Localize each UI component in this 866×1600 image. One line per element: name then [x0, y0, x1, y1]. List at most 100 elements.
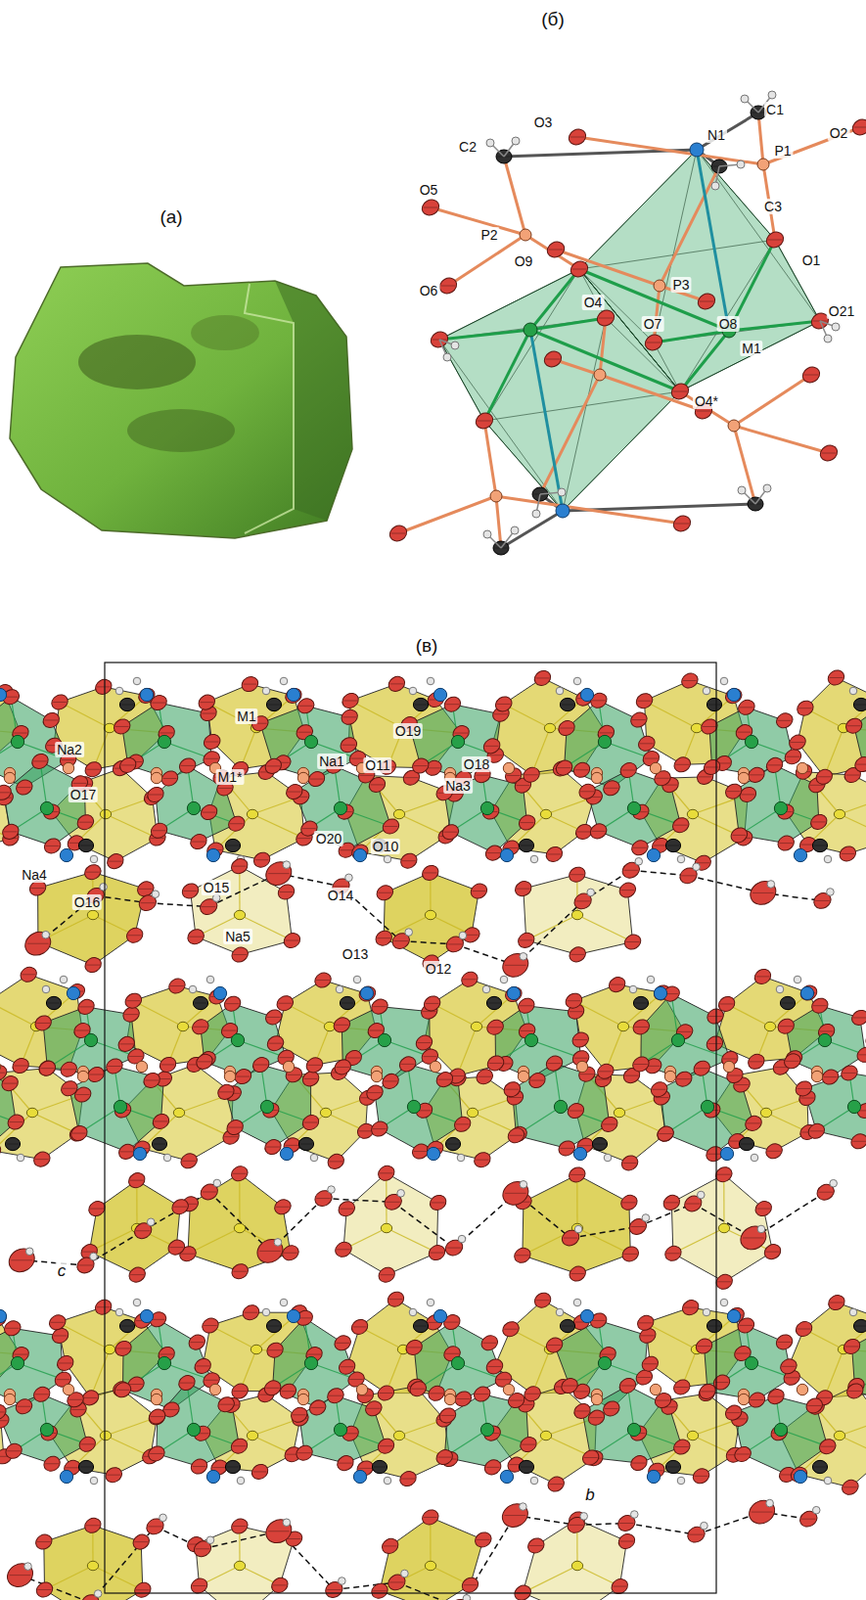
- atom-o: [0, 1140, 3, 1162]
- atom-axis: [425, 1002, 440, 1004]
- atom-axis: [379, 1392, 394, 1394]
- atom-n: [646, 848, 660, 862]
- atom-axis: [633, 847, 647, 849]
- atom-axis: [413, 765, 428, 767]
- atom-h: [99, 883, 108, 892]
- octahedron-edge: [696, 149, 775, 240]
- atom-axis: [181, 1253, 195, 1255]
- atom-o: [195, 691, 218, 713]
- atom-axis: [201, 713, 216, 715]
- atom-h: [573, 677, 582, 685]
- atom-o: [293, 1442, 316, 1463]
- atom-axis: [423, 207, 438, 209]
- atom-axis: [666, 1252, 681, 1254]
- atom-m: [523, 322, 538, 337]
- atom-axis: [632, 1462, 646, 1464]
- atom-axis: [58, 1362, 73, 1364]
- atom-axis: [731, 834, 746, 836]
- atom-axis: [284, 1144, 299, 1146]
- atom-axis: [336, 1248, 351, 1250]
- atom-m: [40, 801, 53, 815]
- atom-axis: [47, 1002, 60, 1004]
- atom-axis: [778, 842, 793, 844]
- atom-o: [628, 709, 650, 730]
- atom-n: [689, 142, 704, 157]
- atom-p: [796, 762, 808, 774]
- atom-axis: [734, 1084, 749, 1086]
- atom-o: [512, 878, 535, 900]
- atom-axis: [823, 1076, 838, 1078]
- atom-o: [565, 126, 589, 148]
- atom-c: [151, 1137, 167, 1150]
- atom-o: [662, 1242, 684, 1264]
- atom-n: [353, 848, 366, 862]
- atom-o: [792, 1078, 815, 1099]
- atom-o: [648, 1079, 671, 1100]
- atom-axis: [205, 741, 220, 743]
- crystal-photo: [9, 263, 353, 539]
- atom-na: [424, 910, 436, 920]
- atom-n: [426, 1146, 440, 1160]
- atom-o: [481, 1422, 503, 1444]
- atom-m: [553, 1099, 567, 1113]
- atom-axis: [283, 1252, 298, 1254]
- atom-h: [763, 484, 772, 493]
- hydrogen-bond: [393, 1201, 455, 1248]
- atom-c: [266, 697, 281, 711]
- hydrogen-bond: [396, 1582, 458, 1600]
- atom-axis: [360, 774, 374, 776]
- atom-o: [398, 850, 420, 871]
- na-polyhedron: [89, 1180, 181, 1276]
- atom-axis: [829, 1302, 844, 1304]
- bond: [680, 391, 734, 426]
- bond: [579, 269, 730, 331]
- atom-o: [517, 1434, 540, 1456]
- polyhedron-edge: [0, 1001, 37, 1027]
- atom-n: [573, 1146, 587, 1160]
- atom-axis: [708, 1043, 723, 1045]
- atom-o: [46, 1312, 69, 1333]
- atom-axis: [106, 1474, 121, 1476]
- atom-p: [62, 1383, 74, 1395]
- atom-o: [41, 1453, 63, 1474]
- bond: [733, 374, 812, 426]
- atom-axis: [702, 726, 717, 728]
- atom-axis: [699, 301, 714, 303]
- bond: [696, 112, 759, 150]
- atom-p: [370, 1070, 382, 1082]
- atom-o: [193, 1050, 216, 1072]
- atom-axis: [600, 1354, 615, 1356]
- atom-o: [638, 1353, 661, 1374]
- atom-axis: [696, 410, 711, 412]
- atom-na: [540, 809, 551, 820]
- atom-axis: [335, 1342, 350, 1344]
- atom-o: [520, 764, 543, 785]
- atom-axis: [0, 1072, 5, 1074]
- atom-axis: [739, 706, 754, 708]
- atom-axis: [68, 1399, 83, 1401]
- atom-na: [87, 910, 98, 920]
- atom-h: [345, 873, 354, 882]
- atom-o: [36, 1057, 58, 1079]
- atom-m: [744, 1356, 758, 1369]
- polyhedron-edge: [252, 814, 305, 839]
- atom-axis: [226, 1002, 240, 1004]
- atom-axis: [715, 1381, 730, 1383]
- atom-axis: [6, 1450, 21, 1452]
- atom-axis: [640, 1334, 655, 1336]
- atom-axis: [503, 847, 518, 849]
- atom-o: [723, 780, 745, 802]
- atom-na: [544, 723, 555, 733]
- atom-n: [360, 986, 373, 1000]
- atom-o: [690, 1057, 713, 1079]
- atom-p: [517, 1070, 529, 1082]
- atom-o: [264, 1339, 286, 1361]
- atom-axis: [376, 937, 391, 939]
- atom-axis: [183, 890, 198, 892]
- atom-n: [206, 848, 220, 862]
- atom-axis: [656, 1400, 671, 1402]
- atom-m: [10, 734, 24, 748]
- atom-axis: [370, 783, 385, 785]
- atom-o: [701, 757, 724, 778]
